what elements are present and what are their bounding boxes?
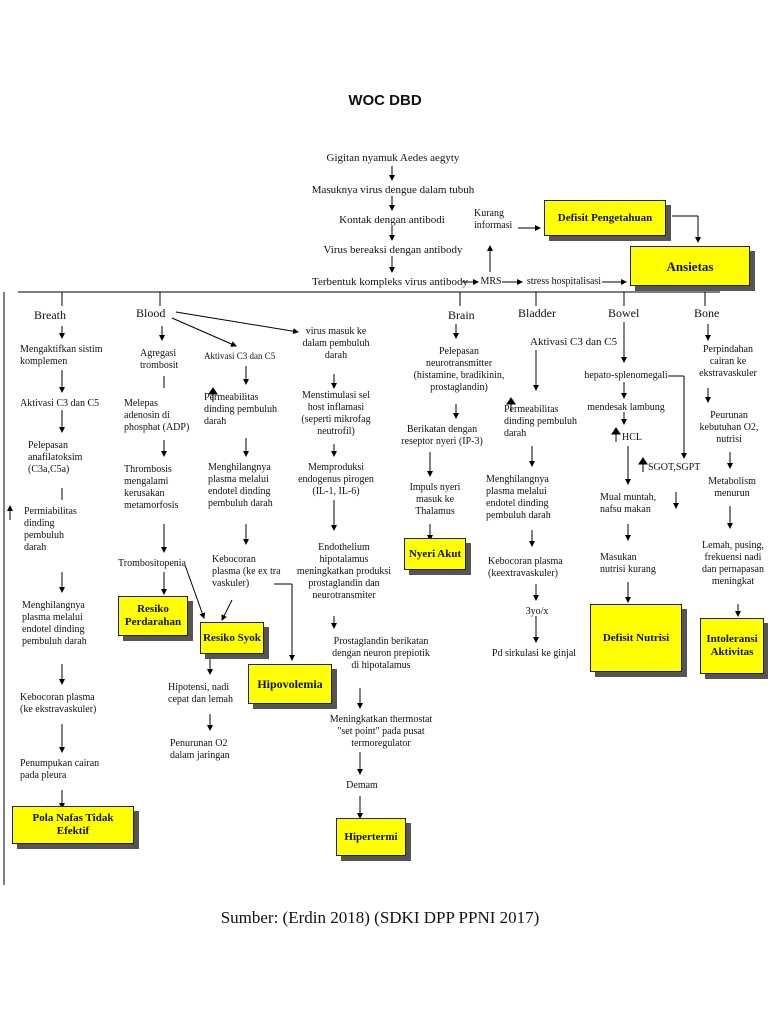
- stress-hospitalisasi-label: stress hospitalisasi: [526, 276, 602, 287]
- bladder-step-permeabilitas: Permeabilitas dinding pembuluh darah: [504, 404, 578, 439]
- bone-step-perpindahan: Perpindahan cairan ke ekstravaskuler: [699, 344, 757, 379]
- column-bowel: Bowel: [608, 306, 640, 320]
- box-pola-nafas: Pola Nafas Tidak Efektif: [12, 806, 134, 844]
- chain-step-virus-reacts: Virus bereaksi dengan antibody: [323, 244, 463, 256]
- column-bladder: Bladder: [518, 306, 556, 320]
- blood2-step-menghilangnya: Menghilangnya plasma melalui endotel din…: [208, 462, 273, 509]
- breath-step-5: Menghilangnya plasma melalui endotel din…: [22, 600, 87, 647]
- bladder-step-menghilangnya: Menghilangnya plasma melalui endotel din…: [486, 474, 551, 521]
- breath-step-4: Permiabilitas dinding pembuluh darah: [24, 506, 77, 553]
- box-hipovolemia: Hipovolemia: [248, 664, 332, 704]
- bowel-step-sgot-sgpt: SGOT,SGPT: [648, 462, 701, 473]
- blood3-step-endothelium: Endothelium hipotalamus meningkatkan pro…: [296, 542, 392, 601]
- breath-step-1: Mengaktifkan sistim komplemen: [20, 344, 103, 367]
- mrs-label: MRS: [480, 276, 502, 287]
- chain-step-bite: Gigitan nyamuk Aedes aegyty: [326, 152, 460, 164]
- kurang-informasi-label: Kurang informasi: [474, 208, 513, 231]
- bowel-step-mual-muntah: Mual muntah, nafsu makan: [600, 492, 657, 515]
- chain-step-antibody-contact: Kontak dengan antibodi: [339, 214, 445, 226]
- bone-step-penurunan: Peurunan kebutuhan O2, nutrisi: [699, 410, 759, 445]
- blood2-step-hipotensi: Hipotensi, nadi cepat dan lemah: [168, 682, 233, 705]
- blood3-step-thermostat: Meningkatkan thermostat "set point" pada…: [329, 714, 433, 749]
- blood-step-agregasi: Agregasi trombosit: [140, 348, 179, 371]
- box-intoleransi-aktivitas: Intoleransi Aktivitas: [700, 618, 764, 674]
- bone-step-lemah-pusing: Lemah, pusing, frekuensi nadi dan pernap…: [702, 540, 764, 587]
- column-blood: Blood: [136, 306, 166, 320]
- column-breath: Breath: [34, 308, 66, 322]
- blood-step-thrombosis: Thrombosis mengalami kerusakan metamorfo…: [124, 464, 179, 511]
- brain-step-impuls: Impuls nyeri masuk ke Thalamus: [409, 482, 461, 517]
- blood3-step-demam: Demam: [346, 780, 378, 791]
- source-citation: Sumber: (Erdin 2018) (SDKI DPP PPNI 2017…: [220, 908, 540, 927]
- box-resiko-perdarahan: Resiko Perdarahan: [118, 596, 188, 636]
- column-bone: Bone: [694, 306, 720, 320]
- brain-step-berikatan: Berikatan dengan reseptor nyeri (IP-3): [401, 424, 483, 447]
- box-ansietas: Ansietas: [630, 246, 750, 286]
- bone-step-metabolism: Metabolism menurun: [708, 476, 756, 499]
- breath-step-7: Penumpukan cairan pada pleura: [20, 758, 100, 781]
- bladder-step-sirkulasi: Pd sirkulasi ke ginjal: [491, 648, 577, 659]
- blood2-step-permeabilitas: Permeabilitas dinding pembuluh darah: [204, 392, 278, 427]
- bladder-step-kebocoran: Kebocoran plasma (keextravaskuler): [488, 556, 563, 579]
- blood3-step-menstimulasi: Menstimulasi sel host inflamasi (seperti…: [301, 390, 371, 437]
- blood-step-trombositopenia: Trombositopenia: [118, 558, 186, 569]
- blood2-step-kebocoran: Kebocoran plasma (ke ex tra vaskuler): [212, 554, 281, 589]
- blood2-step-penurunan-o2: Penurunan O2 dalam jaringan: [170, 738, 230, 761]
- box-resiko-syok: Resiko Syok: [200, 622, 264, 654]
- brain-step-pelepasan: Pelepasan neurotransmitter (histamine, b…: [413, 346, 505, 393]
- box-defisit-pengetahuan: Defisit Pengetahuan: [544, 200, 666, 236]
- page-title: WOC DBD: [348, 92, 422, 109]
- bowel-step-mendesak-lambung: mendesak lambung: [587, 402, 665, 413]
- blood3-step-prostaglandin: Prostaglandin berikatan dengan neuron pr…: [332, 636, 430, 671]
- bladder-step-3yo: 3yo/x: [525, 606, 549, 617]
- blood-step-adp: Melepas adenosin di phosphat (ADP): [124, 398, 190, 433]
- bowel-step-hepatosplenomegali: hepato-splenomegali: [584, 370, 668, 381]
- blood3-step-memproduksi: Memproduksi endogenus pirogen (IL-1, IL-…: [298, 462, 374, 497]
- bowel-step-hcl: HCL: [622, 432, 642, 443]
- blood3-step-virus-masuk: virus masuk ke dalam pembuluh darah: [302, 326, 370, 361]
- bowel-step-masukan-nutrisi: Masukan nutrisi kurang: [600, 552, 656, 575]
- box-nyeri-akut: Nyeri Akut: [404, 538, 466, 570]
- chain-step-virus-enters: Masuknya virus dengue dalam tubuh: [311, 184, 475, 196]
- column-brain: Brain: [448, 308, 475, 322]
- chain-step-complex-formed: Terbentuk kompleks virus antibody: [312, 276, 468, 288]
- box-hipertermi: Hipertermi: [336, 818, 406, 856]
- bladder-step-aktivasi: Aktivasi C3 dan C5: [530, 336, 618, 348]
- breath-step-6: Kebocoran plasma (ke ekstravaskuler): [20, 692, 97, 715]
- blood2-step-aktivasi: Aktivasi C3 dan C5: [204, 351, 276, 361]
- breath-step-3: Pelepasan anafilatoksim (C3a,C5a): [28, 440, 83, 475]
- box-defisit-nutrisi: Defisit Nutrisi: [590, 604, 682, 672]
- breath-step-2: Aktivasi C3 dan C5: [20, 398, 100, 409]
